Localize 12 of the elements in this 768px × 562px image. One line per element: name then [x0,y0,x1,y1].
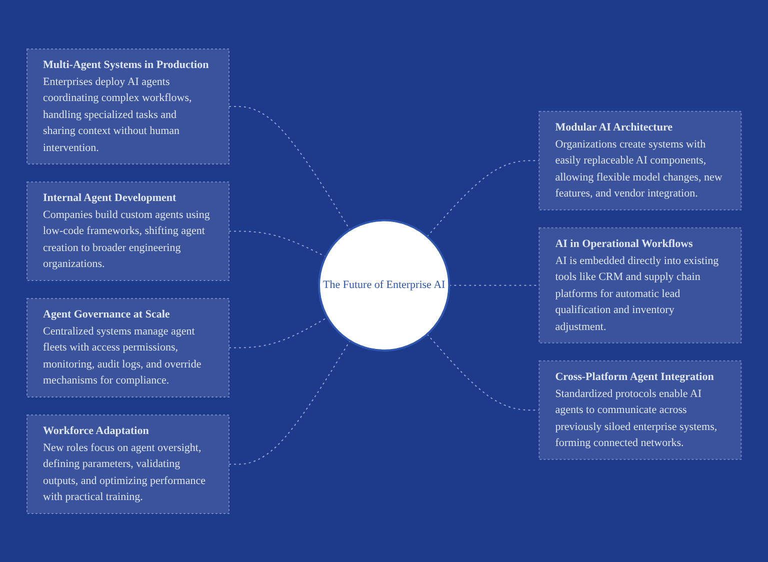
node-box: Agent Governance at Scale Centralized systems manage agent fleets with access permissions, monitoring, audit logs, and override mechanisms for compliance. [26,298,230,398]
connector [426,333,540,410]
node-box: AI in Operational Workflows AI is embedded directly into existing tools like CRM and supply chain platforms for automatic lead qualification and inventory adjustment. [538,227,742,344]
node-box: Internal Agent Development Companies build custom agents using low-code frameworks, shifting agent creation to broader engineering organizations. [26,181,230,281]
node-box: Cross-Platform Agent Integration Standardized protocols enable AI agents to communicate across previously siloed enterprise systems, forming connected networks. [538,360,742,460]
connector [228,340,350,464]
node-box: Multi-Agent Systems in Production Enterprises deploy AI agents coordinating complex workflows, handling specialized tasks and sharing context without human intervention. [26,48,230,164]
node-box: Workforce Adaptation New roles focus on agent oversight, defining parameters, validating outputs, and optimizing performance with practical training. [26,414,230,514]
node-circle: The Future of Enterprise AI [318,219,450,352]
connector [426,160,540,237]
node-box: Modular AI Architecture Organizations create systems with easily replaceable AI components, allowing flexible model changes, new features, and vendor integration. [538,110,742,210]
connector [228,316,328,348]
